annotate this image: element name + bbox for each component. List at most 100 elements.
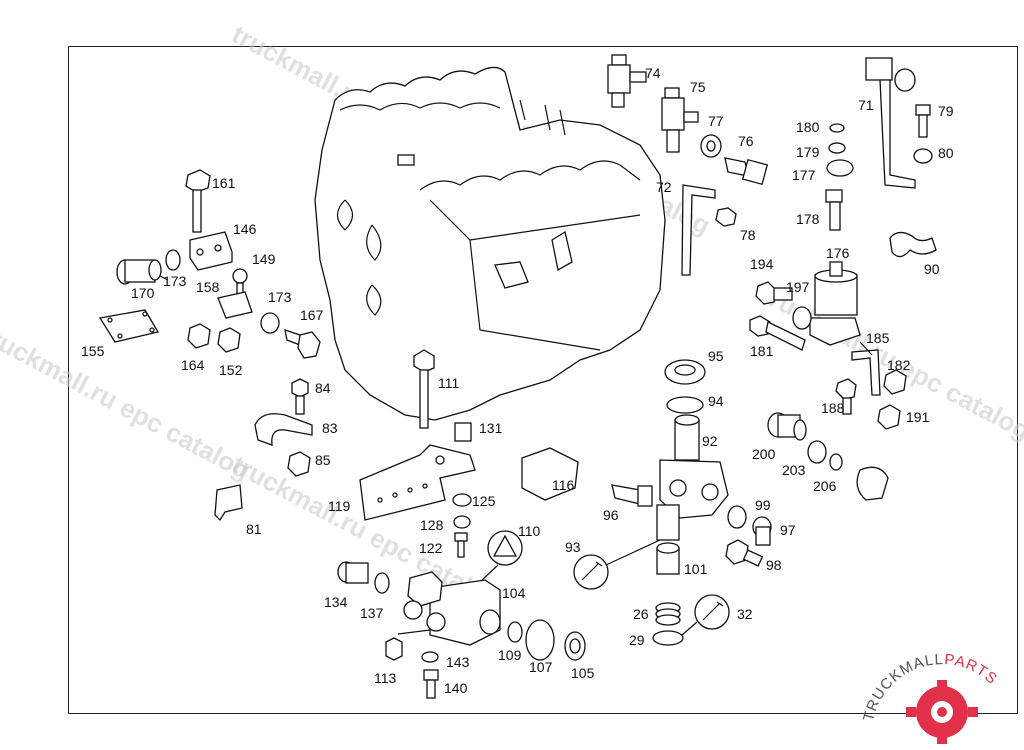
part-125-washer: [452, 493, 472, 507]
label-72: 72: [656, 179, 672, 195]
label-84: 84: [315, 380, 331, 396]
part-200-fitting: [767, 412, 807, 441]
label-167: 167: [300, 307, 324, 323]
label-173a: 173: [163, 273, 187, 289]
label-158: 158: [196, 279, 220, 295]
label-32: 32: [737, 606, 753, 622]
label-191: 191: [906, 409, 930, 425]
part-194-bolt: [755, 281, 793, 305]
part-32-tool-label: [681, 594, 730, 636]
label-95: 95: [708, 348, 724, 364]
label-134: 134: [324, 594, 348, 610]
label-97: 97: [780, 522, 796, 538]
part-197-washer: [792, 306, 812, 330]
part-72-bracket: [681, 184, 716, 276]
label-128: 128: [420, 517, 444, 533]
part-sensor: [856, 466, 889, 501]
part-96-fitting: [611, 484, 653, 507]
part-74-fitting: [607, 54, 647, 108]
label-185: 185: [866, 330, 890, 346]
part-164-nut: [187, 323, 211, 349]
part-155-plate: [98, 309, 160, 343]
part-167-bolt: [284, 329, 321, 359]
label-80: 80: [938, 145, 954, 161]
part-137-washer: [374, 572, 390, 594]
part-78-nut: [715, 207, 737, 227]
label-149: 149: [252, 251, 276, 267]
label-194: 194: [750, 256, 774, 272]
part-146-block: [189, 231, 233, 271]
label-122: 122: [419, 540, 443, 556]
part-191-nut: [877, 404, 901, 430]
label-180: 180: [796, 119, 820, 135]
label-111: 111: [438, 375, 459, 391]
label-137: 137: [360, 605, 384, 621]
label-178: 178: [796, 211, 820, 227]
part-111-bolt: [413, 349, 435, 429]
label-29: 29: [629, 632, 645, 648]
part-77-washer: [700, 134, 722, 158]
part-116-bracket: [521, 447, 579, 501]
part-122-screw: [454, 532, 468, 558]
part-140-screw: [423, 669, 439, 699]
part-119-bracket: [359, 444, 476, 521]
part-131-nut: [454, 422, 472, 442]
part-149-screw: [232, 268, 248, 300]
label-83: 83: [322, 420, 338, 436]
label-90: 90: [924, 261, 940, 277]
part-110-label: [487, 530, 523, 566]
part-83-clamp: [254, 413, 313, 446]
part-76-bolt: [724, 157, 769, 186]
part-107-ring: [525, 619, 555, 661]
label-188: 188: [821, 400, 845, 416]
label-206: 206: [813, 478, 837, 494]
label-164: 164: [181, 357, 205, 373]
label-107: 107: [529, 659, 553, 675]
part-94-ring: [666, 396, 704, 414]
part-178-fitting: [825, 189, 843, 231]
part-75-valve: [661, 87, 699, 153]
label-99: 99: [755, 497, 771, 513]
part-80-nut: [913, 148, 933, 164]
label-179: 179: [796, 144, 820, 160]
label-109: 109: [498, 647, 522, 663]
part-29-ring: [652, 630, 684, 646]
label-101: 101: [684, 561, 708, 577]
label-81: 81: [246, 521, 262, 537]
watermark-text: truckmall.ru epc catalog: [0, 319, 255, 486]
part-177-ring: [826, 159, 854, 177]
label-78: 78: [740, 227, 756, 243]
diagram-frame: [68, 46, 1018, 714]
leader-lines: [159, 275, 873, 356]
label-79: 79: [938, 103, 954, 119]
label-104: 104: [502, 585, 526, 601]
part-179-ring: [828, 142, 846, 154]
label-161: 161: [212, 175, 236, 191]
part-113-nut: [385, 637, 403, 661]
truckmall-logo: TRUCKMALLPARTS: [860, 651, 1000, 744]
label-197: 197: [786, 279, 810, 295]
part-90-clip: [889, 231, 937, 258]
part-85-nut: [287, 451, 311, 477]
engine-block: [314, 66, 666, 421]
part-93-tool-label: [573, 539, 661, 590]
part-181-bolt: [749, 315, 806, 351]
label-93: 93: [565, 539, 581, 555]
part-152-nut: [217, 327, 241, 353]
label-143: 143: [446, 654, 470, 670]
label-140: 140: [444, 680, 468, 696]
label-75: 75: [690, 79, 706, 95]
label-74: 74: [645, 65, 661, 81]
part-81-bracket: [214, 484, 243, 522]
part-158-bracket: [217, 291, 253, 319]
part-170-banjo: [116, 259, 162, 285]
part-180-ring: [829, 123, 845, 133]
label-76: 76: [738, 133, 754, 149]
part-104-valve-assembly: [397, 564, 501, 646]
label-152: 152: [219, 362, 243, 378]
part-173b-washer: [260, 312, 280, 334]
label-26: 26: [633, 606, 649, 622]
part-128-ring: [453, 515, 471, 529]
label-173b: 173: [268, 289, 292, 305]
label-131: 131: [479, 420, 503, 436]
